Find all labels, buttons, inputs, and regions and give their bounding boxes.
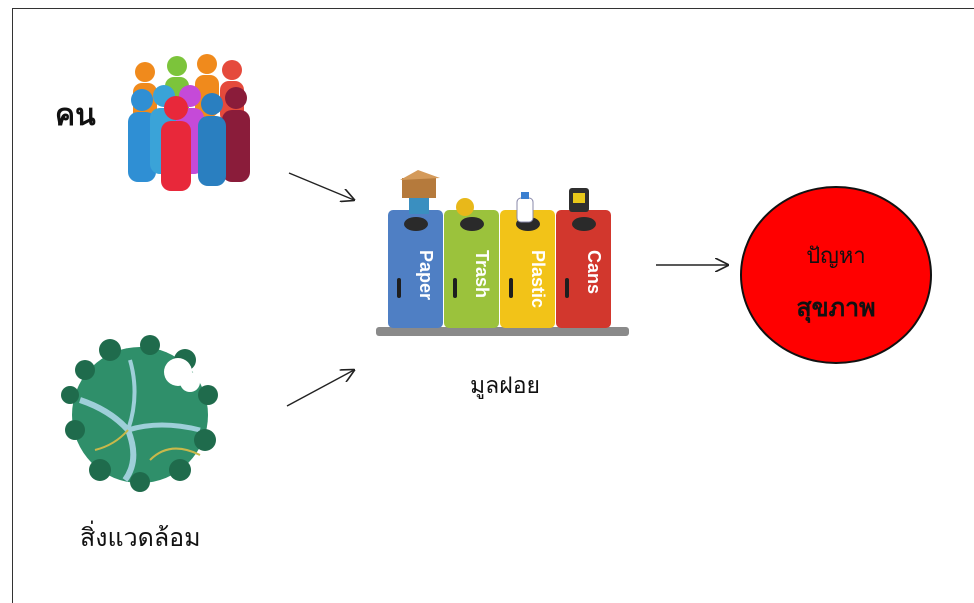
bin-paper: Paper [388,210,443,328]
bin-label-paper: Paper [416,250,436,300]
crowd-of-people-icon [128,54,250,191]
arrow-environment-to-waste [286,370,354,407]
waste-label: มูลฝอย [470,373,541,399]
arrow-people-to-waste [288,172,354,200]
problem-line-2: สุขภาพ [796,293,876,322]
bin-label-cans: Cans [584,250,604,294]
bin-cans: Cans [556,210,611,328]
banana-peel-icon [456,198,474,216]
paper-box-icon [400,170,440,214]
bin-trash: Trash [444,210,499,328]
bin-label-trash: Trash [472,250,492,298]
recycling-bins-icon: Paper Trash Plastic Cans [376,170,629,336]
plastic-bottle-icon [516,192,534,223]
bin-label-plastic: Plastic [528,250,548,308]
problem-line-1: ปัญหา [806,244,866,269]
people-label: คน [55,98,96,133]
bin-plastic: Plastic [500,210,555,328]
diagram-frame [12,8,974,603]
health-problem-circle: ปัญหา สุขภาพ [740,186,932,364]
globe-with-trees-icon [61,335,218,492]
environment-label: สิ่งแวดล้อม [80,523,201,552]
can-icon [569,188,589,212]
